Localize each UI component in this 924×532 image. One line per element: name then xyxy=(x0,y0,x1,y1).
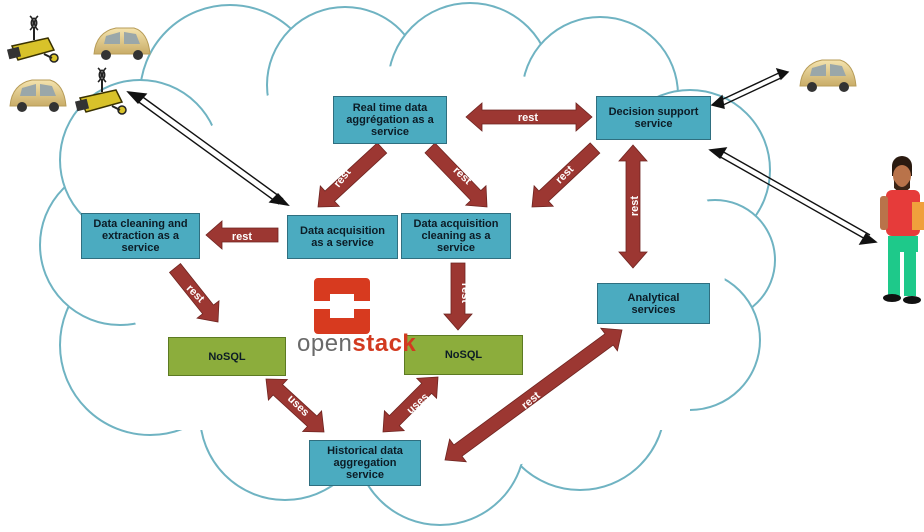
car-icon xyxy=(9,79,67,112)
uses-arrow-nosql-historical-left xyxy=(265,378,325,433)
rest-label: rest xyxy=(629,196,641,217)
rest-arrow-decision-analytical xyxy=(618,144,648,269)
car-icon xyxy=(799,59,857,92)
openstack-wordmark-open: open xyxy=(297,330,353,357)
rest-label: rest xyxy=(518,112,539,124)
rest-label: rest xyxy=(232,231,253,243)
camera-icon xyxy=(6,15,59,63)
nosql-left-db-box: NoSQL xyxy=(168,337,286,376)
person-icon xyxy=(880,156,924,304)
openstack-logo-icon xyxy=(314,278,370,334)
analytical-services-box: Analytical services xyxy=(597,283,710,324)
rest-arrow-realtime-decision xyxy=(465,102,593,132)
data-acquisition-service-box: Data acquisition as a service xyxy=(287,215,398,259)
realtime-aggregation-service-box: Real time data aggrégation as a service xyxy=(333,96,447,144)
data-cleaning-extraction-service-box: Data cleaning and extraction as a servic… xyxy=(81,213,200,259)
car-icon xyxy=(93,27,151,60)
rest-arrow-acquisition-cleaning-nosql xyxy=(443,262,473,331)
external-links xyxy=(126,67,878,245)
historical-aggregation-service-box: Historical data aggregation service xyxy=(309,440,421,486)
rest-arrow-cleaning-nosql xyxy=(168,263,220,323)
decision-support-service-box: Decision support service xyxy=(596,96,711,140)
openstack-wordmark-stack: stack xyxy=(352,330,417,357)
rest-arrow-realtime-acquisition xyxy=(317,142,388,208)
rest-arrow-realtime-acquisition-cleaning xyxy=(424,142,488,208)
camera-icon xyxy=(74,67,127,115)
rest-arrow-historical-analytical xyxy=(444,327,623,463)
openstack-wordmark: openstack xyxy=(297,330,416,358)
service-arrows xyxy=(168,102,648,463)
uses-arrow-nosql-historical-right xyxy=(382,376,439,433)
rest-arrow-decision-acquisition-cleaning xyxy=(531,142,601,208)
data-acquisition-cleaning-service-box: Data acquisition cleaning as a service xyxy=(401,213,511,259)
rest-arrow-acquisition-cleaning-extraction xyxy=(205,220,279,250)
nosql-right-db-box: NoSQL xyxy=(404,335,523,375)
rest-label: rest xyxy=(459,283,471,304)
